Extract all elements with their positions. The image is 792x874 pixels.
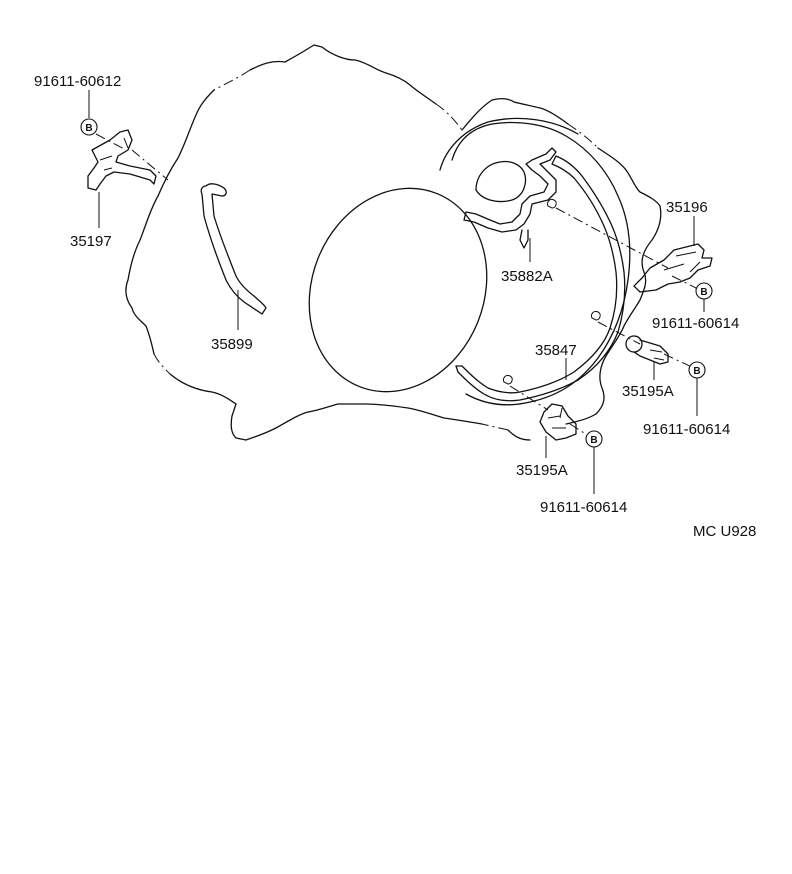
- label-clamp-right-top: 35196: [666, 199, 708, 216]
- label-hose-left: 35899: [211, 336, 253, 353]
- converter-opening: [308, 187, 488, 393]
- label-bolt-right-top: 91611-60614: [652, 315, 739, 332]
- bolt-circle: [695, 282, 713, 300]
- bolt-marker-label: B: [700, 287, 707, 298]
- clamp-35195A-mid: [625, 335, 669, 365]
- bolt-circle: [80, 118, 98, 136]
- figure-code: MC U928: [693, 523, 756, 540]
- label-bracket-left: 35197: [70, 233, 112, 250]
- clamp-35195A-bottom: [539, 403, 577, 441]
- bracket-35197: [87, 129, 157, 191]
- leader-lines: [88, 90, 705, 494]
- label-bolt-right-mid: 91611-60614: [643, 421, 730, 438]
- bolt-marker-top-left: B: [80, 118, 98, 136]
- label-bolt-bottom: 91611-60614: [540, 499, 627, 516]
- pipe-35847: [455, 155, 626, 402]
- label-bolt-top-left: 91611-60612: [34, 73, 121, 90]
- bolt-marker-label: B: [85, 123, 92, 134]
- label-pipe-lower: 35847: [535, 342, 577, 359]
- bolt-circle: [688, 361, 706, 379]
- assembly-lines: [95, 133, 701, 439]
- bolt-marker-label: B: [693, 366, 700, 377]
- label-clamp-bottom: 35195A: [516, 462, 568, 479]
- transmission-housing: [125, 44, 662, 441]
- bell-housing-ring: [439, 117, 631, 406]
- mounting-holes: [503, 199, 601, 385]
- clamp-35196: [633, 243, 713, 293]
- label-pipe-upper: 35882A: [501, 268, 553, 285]
- bolt-marker-bottom: B: [585, 430, 603, 448]
- label-clamp-right-mid: 35195A: [622, 383, 674, 400]
- hose-35899: [200, 183, 267, 315]
- bolt-marker-label: B: [590, 435, 597, 446]
- housing-boss: [475, 160, 527, 203]
- bolt-marker-right-top: B: [695, 282, 713, 300]
- pipe-35882A: [463, 147, 557, 249]
- bolt-circle: [585, 430, 603, 448]
- bolt-marker-right-mid: B: [688, 361, 706, 379]
